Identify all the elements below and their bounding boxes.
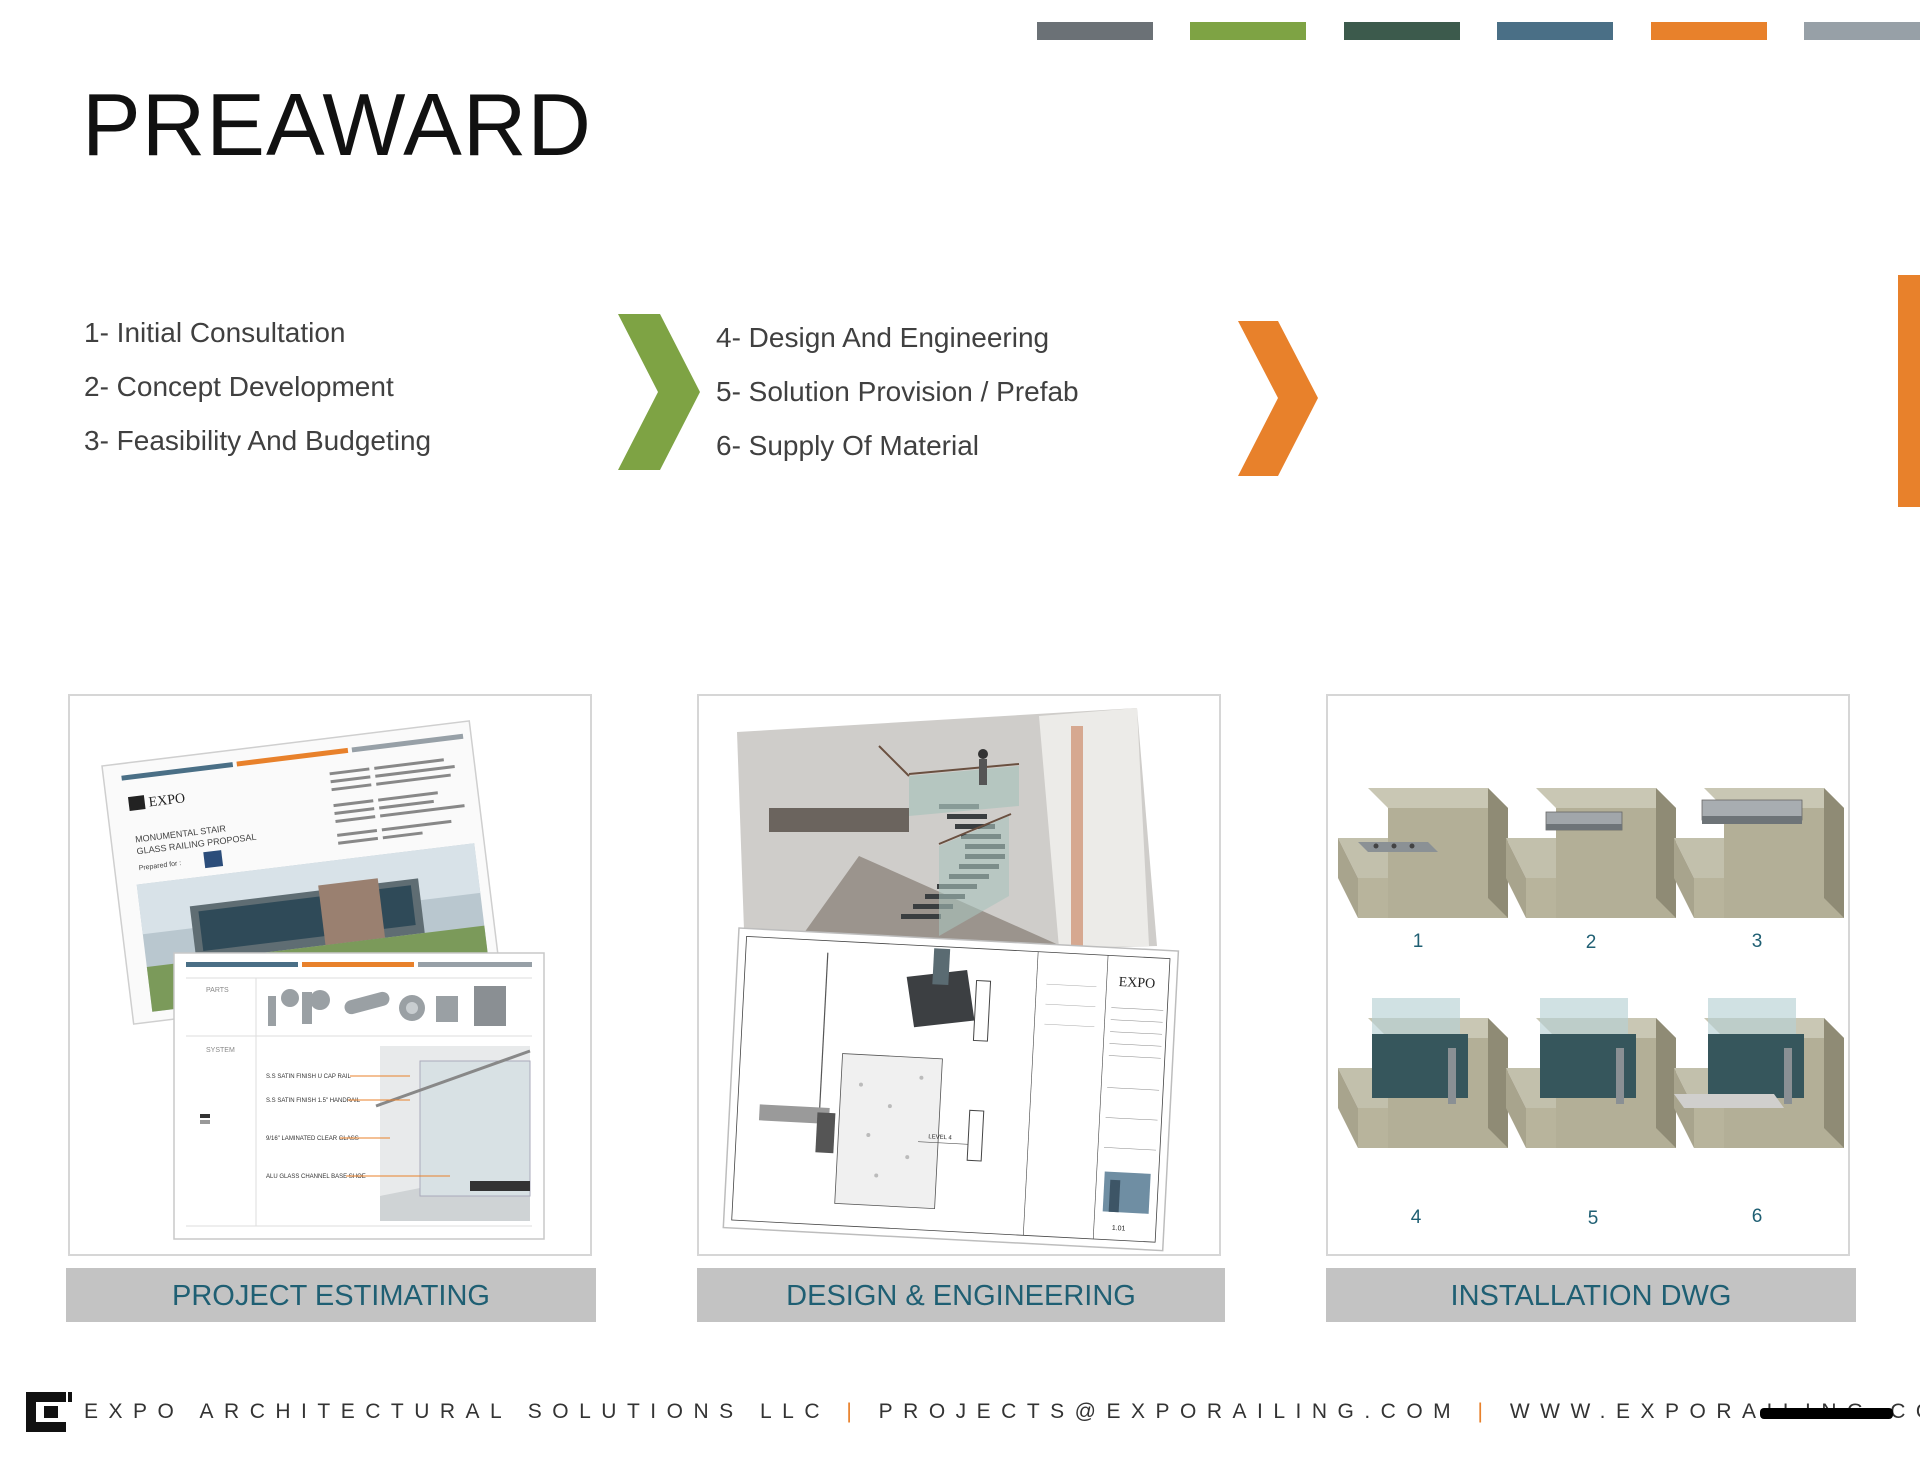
- install-detail-5: [1506, 998, 1676, 1148]
- callout-glass: 9/16" LAMINATED CLEAR GLASS: [266, 1136, 359, 1142]
- install-label-4: 4: [1411, 1207, 1422, 1228]
- design-brand: EXPO: [1118, 975, 1155, 992]
- design-collage: EXPO 1.01 LEVEL 4: [722, 708, 1180, 1252]
- sheet-number: 1.01: [1112, 1225, 1126, 1233]
- panel-installation-dwg: 1 2 3 4 5 6: [1326, 694, 1850, 1256]
- caption-design-engineering: DESIGN & ENGINEERING: [697, 1268, 1225, 1322]
- chevron-right-icon-green: [618, 314, 700, 470]
- color-bar-3: [1344, 22, 1460, 40]
- install-detail-1: [1338, 788, 1508, 918]
- parts-label: PARTS: [206, 987, 229, 994]
- level-label: LEVEL 4: [928, 1134, 952, 1141]
- footer-contact: EXPO ARCHITECTURAL SOLUTIONS LLC | PROJE…: [84, 1400, 1920, 1424]
- panel-project-estimating: EXPO MONUMENTAL STAIR GLASS RAILING PROP…: [68, 694, 592, 1256]
- color-bar-4: [1497, 22, 1613, 40]
- install-detail-4: [1338, 998, 1508, 1148]
- callout-cap-rail: S.S SATIN FINISH U CAP RAIL: [266, 1074, 351, 1080]
- installation-grid: 1 2 3 4 5 6: [1338, 788, 1844, 1229]
- install-detail-6: [1674, 998, 1844, 1148]
- footer-company: EXPO ARCHITECTURAL SOLUTIONS LLC: [84, 1400, 830, 1423]
- callout-base-shoe: ALU GLASS CHANNEL BASE SHOE: [266, 1174, 366, 1180]
- footer-email-link[interactable]: PROJECTS@EXPORAILING.COM: [878, 1400, 1462, 1423]
- install-label-3: 3: [1752, 931, 1763, 952]
- install-label-5: 5: [1588, 1208, 1599, 1229]
- chevron-right-icon-orange: [1238, 321, 1318, 476]
- estimating-collage: EXPO MONUMENTAL STAIR GLASS RAILING PROP…: [101, 720, 545, 1240]
- process-list-a: 1- Initial Consultation 2- Concept Devel…: [84, 306, 431, 468]
- footer-divider: |: [846, 1400, 863, 1423]
- callout-handrail: S.S SATIN FINISH 1.5" HANDRAIL: [266, 1098, 361, 1104]
- color-bar-2: [1190, 22, 1306, 40]
- color-bar-1: [1037, 22, 1153, 40]
- install-label-6: 6: [1752, 1206, 1763, 1227]
- process-step: 1- Initial Consultation: [84, 317, 346, 348]
- install-detail-3: [1674, 788, 1844, 918]
- process-step: 3- Feasibility And Budgeting: [84, 425, 432, 456]
- process-list-b: 4- Design And Engineering 5- Solution Pr…: [716, 311, 1079, 473]
- process-step: 6- Supply Of Material: [716, 430, 979, 461]
- install-label-1: 1: [1413, 931, 1424, 952]
- side-accent-bar: [1898, 275, 1920, 507]
- expo-logo-icon: [26, 1392, 72, 1432]
- color-bar-5: [1651, 22, 1767, 40]
- caption-project-estimating: PROJECT ESTIMATING: [66, 1268, 596, 1322]
- footer-divider: |: [1477, 1400, 1494, 1423]
- process-step: 2- Concept Development: [84, 371, 394, 402]
- caption-installation-dwg: INSTALLATION DWG: [1326, 1268, 1856, 1322]
- process-step: 4- Design And Engineering: [716, 322, 1050, 353]
- estimating-brand: EXPO: [148, 791, 186, 810]
- system-label: SYSTEM: [206, 1047, 235, 1054]
- install-detail-2: [1506, 788, 1676, 918]
- color-bar-6: [1804, 22, 1920, 40]
- footer-accent-line: [1760, 1408, 1893, 1419]
- page-title: PREAWARD: [82, 75, 592, 174]
- panel-design-engineering: EXPO 1.01 LEVEL 4: [697, 694, 1221, 1256]
- install-label-2: 2: [1586, 932, 1597, 953]
- process-step: 5- Solution Provision / Prefab: [716, 376, 1079, 407]
